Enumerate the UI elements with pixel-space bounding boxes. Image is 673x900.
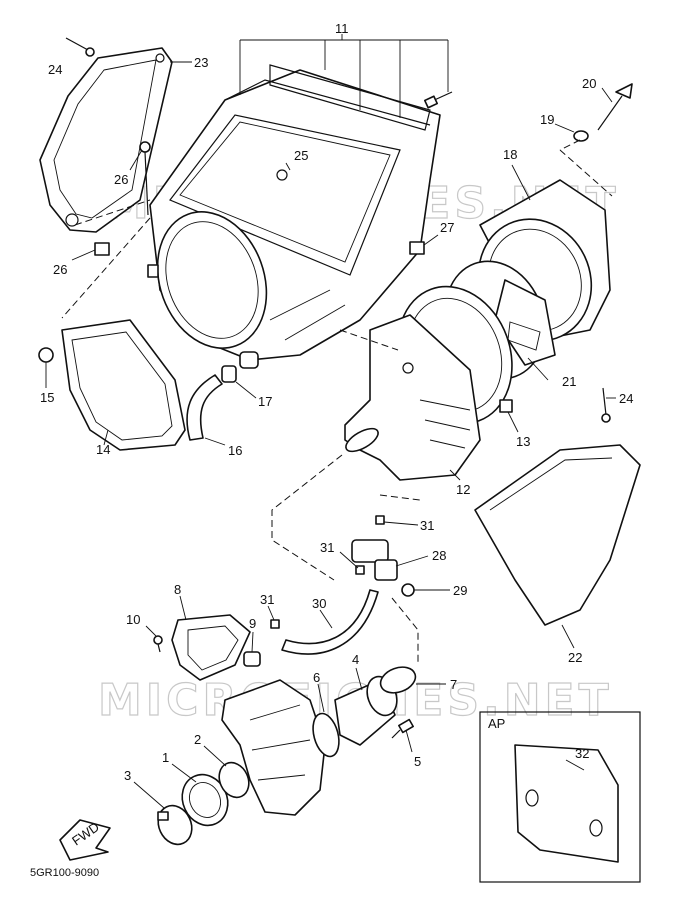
bracket-8 [171, 614, 251, 681]
callout-25: 25 [294, 148, 308, 163]
clip-31-a [375, 515, 385, 525]
bolt-27 [139, 141, 151, 216]
fwd-arrow: FWD [59, 819, 111, 861]
callout-10: 10 [126, 612, 140, 627]
callout-23: 23 [194, 55, 208, 70]
callout-26-right: 27 [440, 220, 454, 235]
callout-15: 15 [40, 390, 54, 405]
callout-5: 5 [414, 754, 421, 769]
intake-joint-1 [181, 773, 229, 827]
callout-19: 19 [540, 112, 554, 127]
diagram-code: 5GR100-9090 [30, 867, 99, 879]
screw-24-right [601, 387, 611, 423]
callout-numbers: 11 24 23 20 19 18 25 26 27 26 21 15 17 2… [40, 21, 633, 783]
ring-6 [312, 712, 340, 758]
nut-26-right [409, 241, 425, 255]
callout-17: 17 [258, 394, 272, 409]
callout-22: 22 [568, 650, 582, 665]
callout-21: 21 [562, 374, 576, 389]
callout-9: 9 [249, 616, 256, 631]
carburetor-joint-4 [334, 675, 398, 746]
inset-box-ap: AP [479, 711, 641, 883]
bolt-5 [391, 718, 414, 739]
wing-bolt-20 [597, 83, 633, 131]
air-box [147, 64, 441, 361]
callout-14: 14 [96, 442, 110, 457]
callout-12: 12 [456, 482, 470, 497]
callout-3: 3 [124, 768, 131, 783]
carburetor-body [221, 679, 326, 816]
callout-6: 6 [313, 670, 320, 685]
callout-2: 2 [194, 732, 201, 747]
callout-32: 32 [575, 746, 589, 761]
callout-31-c: 31 [260, 592, 274, 607]
screw-29 [401, 583, 415, 597]
bolt-10 [153, 635, 163, 653]
callout-24-left: 24 [48, 62, 62, 77]
washer-19 [573, 130, 589, 142]
callout-27: 26 [114, 172, 128, 187]
callout-31-b: 31 [320, 540, 334, 555]
callout-31-a: 31 [420, 518, 434, 533]
callout-13: 13 [516, 434, 530, 449]
nut-26-left [94, 242, 110, 256]
callout-26-left: 26 [53, 262, 67, 277]
callout-4: 4 [352, 652, 359, 667]
side-cover-22 [474, 444, 641, 626]
callout-28: 28 [432, 548, 446, 563]
callout-7: 7 [450, 677, 457, 692]
clamp-3 [157, 804, 193, 846]
callout-24-right: 24 [619, 391, 633, 406]
joint-28 [351, 539, 398, 581]
clamp-7 [379, 666, 417, 694]
inset-label: AP [488, 716, 505, 731]
callout-18: 18 [503, 147, 517, 162]
airbox-cover-14 [61, 319, 186, 451]
clamp-17 [221, 351, 259, 383]
leader-lines [45, 34, 616, 809]
breather-hose-16 [186, 374, 223, 441]
filter-holder-12 [344, 314, 481, 481]
callout-20: 20 [582, 76, 596, 91]
nut-15 [38, 347, 54, 363]
clip-31-c [270, 619, 280, 629]
clamp-2 [218, 761, 250, 799]
callout-29: 29 [453, 583, 467, 598]
hose-30 [281, 589, 379, 655]
airbox-bolt [423, 91, 453, 109]
callout-16: 16 [228, 443, 242, 458]
clip-31-b [355, 565, 365, 575]
sticker-32 [514, 744, 619, 863]
callout-1: 1 [162, 750, 169, 765]
screw-24-left [65, 37, 95, 57]
side-cover-bracket [39, 47, 173, 233]
damper-9 [243, 651, 261, 667]
assembly-guide-lines [61, 139, 613, 664]
callout-30: 30 [312, 596, 326, 611]
callout-11: 11 [335, 21, 349, 36]
callout-8: 8 [174, 582, 181, 597]
